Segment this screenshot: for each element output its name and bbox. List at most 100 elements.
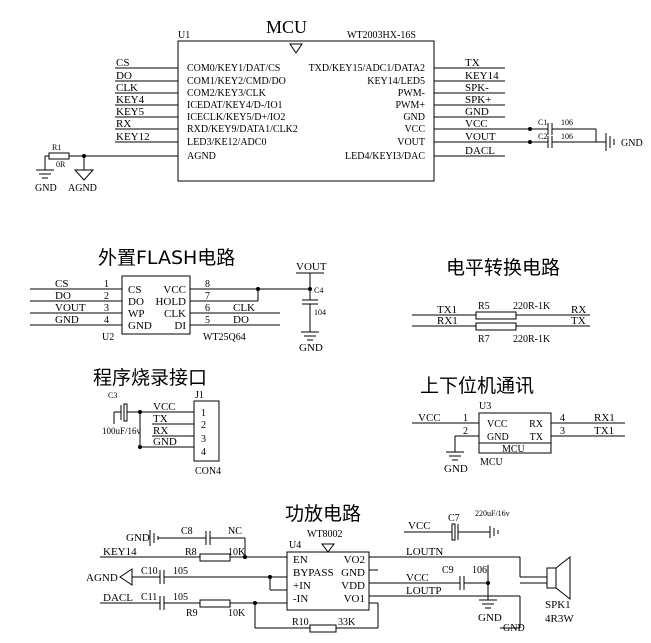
j1-connector	[193, 400, 220, 462]
mcu-net-right-8: DACL	[465, 145, 495, 157]
u4-pin-left-4: -IN	[293, 593, 308, 605]
loutp-label: LOUTP	[406, 585, 441, 597]
u4-pin-left-1: EN	[293, 554, 308, 566]
flash-pin-right-3: CLK	[164, 308, 186, 320]
agnd-symbol-amp	[119, 568, 133, 586]
mcu-pin-right-7: VOUT	[397, 137, 425, 148]
mcu-net-right-7: VOUT	[465, 131, 496, 143]
mcu-pin-left-8: AGND	[187, 151, 216, 162]
flash-pin-left-1: CS	[128, 284, 141, 296]
mcu-pin-left-4: ICEDAT/KEY4/D-/IO1	[187, 100, 283, 111]
r9-resistor	[199, 599, 231, 608]
r8-value: 10K	[228, 547, 246, 558]
mcu-net-left-2: DO	[116, 70, 132, 82]
u3-ic-body	[478, 412, 552, 454]
c11-capacitor	[159, 596, 165, 610]
mcu-title: MCU	[266, 17, 307, 37]
program-block: 程序烧录接口 C3 100uF/16v VCC TX RX GND J1 1 2…	[93, 367, 221, 477]
flash-pin-left-2: DO	[128, 296, 144, 308]
flash-right-lines	[190, 288, 310, 326]
r5-value: 220R-1K	[513, 301, 551, 312]
program-net-3: RX	[153, 425, 168, 437]
u4-pin-left-2: BYPASS	[293, 567, 334, 579]
c4-capacitor	[302, 299, 318, 332]
spk-value: 4R3W	[545, 613, 574, 625]
flash-ic-body	[121, 275, 191, 335]
c9-value: 106	[472, 565, 487, 576]
r7-value: 220R-1K	[513, 334, 551, 345]
spk-ref: SPK1	[545, 599, 571, 611]
flash-num-3: 3	[104, 303, 109, 314]
flash-net-left-1: CS	[55, 278, 68, 290]
r1-ref: R1	[52, 143, 61, 152]
u4-pin-right-4: VO1	[344, 593, 365, 605]
j1-pin-3: 3	[201, 434, 206, 445]
u3-net-right-2: TX1	[594, 425, 614, 437]
flash-pin-right-2: HOLD	[155, 296, 186, 308]
u3-ref: U3	[479, 401, 491, 412]
gnd-symbol-amp-c9	[479, 599, 497, 609]
level-net-left-2: RX1	[437, 315, 458, 327]
speaker-icon	[520, 555, 571, 601]
mcu-pin-left-7: LED3/KE12/ADC0	[187, 137, 266, 148]
flash-net-right-2: DO	[233, 314, 249, 326]
c10-ref: C10	[141, 566, 158, 577]
mcu-pin-right-6: VCC	[404, 124, 425, 135]
flash-num-1: 1	[104, 279, 109, 290]
u3-pin-right-1: RX	[529, 419, 544, 430]
amp-vcc-label-1: VCC	[408, 520, 431, 532]
level-shift-block: 电平转换电路 R5 220R-1K R7 220R-1K TX1 RX1 RX …	[412, 257, 590, 345]
mcu-net-left-1: CS	[116, 57, 129, 69]
flash-part: WT25Q64	[203, 332, 246, 343]
mcu-net-right-5: GND	[465, 106, 489, 118]
agnd-label-amp: AGND	[86, 572, 118, 584]
mcu-net-right-3: SPK-	[465, 82, 489, 94]
c8-capacitor	[205, 531, 211, 545]
mcu-block: MCU U1 WT2003HX-16S COM0/KEY1/DAT/CS COM…	[35, 17, 643, 194]
c2-capacitor	[530, 136, 596, 148]
flash-left-lines	[30, 288, 122, 326]
gnd-symbol-right	[605, 133, 615, 151]
loutn-label: LOUTN	[406, 546, 443, 558]
flash-num-5: 5	[205, 315, 210, 326]
flash-net-right-1: CLK	[233, 302, 255, 314]
c4-ref: C4	[314, 286, 323, 295]
j1-pin-4: 4	[201, 447, 206, 458]
u3-num-1: 1	[463, 413, 468, 424]
amp-title: 功放电路	[285, 503, 361, 525]
gnd-label-right: GND	[621, 138, 643, 149]
level-net-right-2: TX	[571, 315, 586, 327]
c2-ref: C2	[538, 132, 547, 141]
c9-capacitor	[459, 576, 465, 590]
mcu-pin-right-4: PWM+	[395, 100, 425, 111]
r8-resistor	[199, 553, 231, 562]
r10-ref: R10	[292, 617, 309, 628]
c2-value: 106	[561, 132, 573, 141]
r9-ref: R9	[186, 608, 198, 619]
flash-pin-left-4: GND	[128, 320, 152, 332]
u4-orientation-mark	[321, 543, 335, 553]
u3-net-left-1: VCC	[418, 412, 441, 424]
c4-value: 104	[314, 308, 326, 317]
amp-gnd-label: GND	[126, 532, 150, 544]
r5-resistor	[475, 311, 517, 320]
u3-inner-part: MCU	[502, 444, 526, 455]
c1-capacitor	[530, 123, 596, 135]
flash-num-6: 6	[205, 303, 210, 314]
mcu-pin-left-1: COM0/KEY1/DAT/CS	[187, 63, 280, 74]
flash-net-left-4: GND	[55, 314, 79, 326]
c1-ref: C1	[538, 118, 547, 127]
flash-block: 外置FLASH电路 CS DO VOUT GND 1 2 3 4 CS DO W…	[30, 247, 327, 354]
c11-ref: C11	[141, 592, 157, 603]
flash-num-7: 7	[205, 291, 210, 302]
r8-ref: R8	[185, 547, 197, 558]
program-title: 程序烧录接口	[93, 367, 207, 389]
j1-ref: J1	[195, 390, 204, 401]
c10-value: 105	[173, 566, 188, 577]
mcu-pin-left-3: COM2/KEY3/CLK	[187, 88, 267, 99]
gnd-label-flash: GND	[299, 342, 323, 354]
c7-ref: C7	[448, 513, 460, 524]
key14-label: KEY14	[103, 546, 137, 558]
u4-part: WT8002	[307, 529, 343, 540]
